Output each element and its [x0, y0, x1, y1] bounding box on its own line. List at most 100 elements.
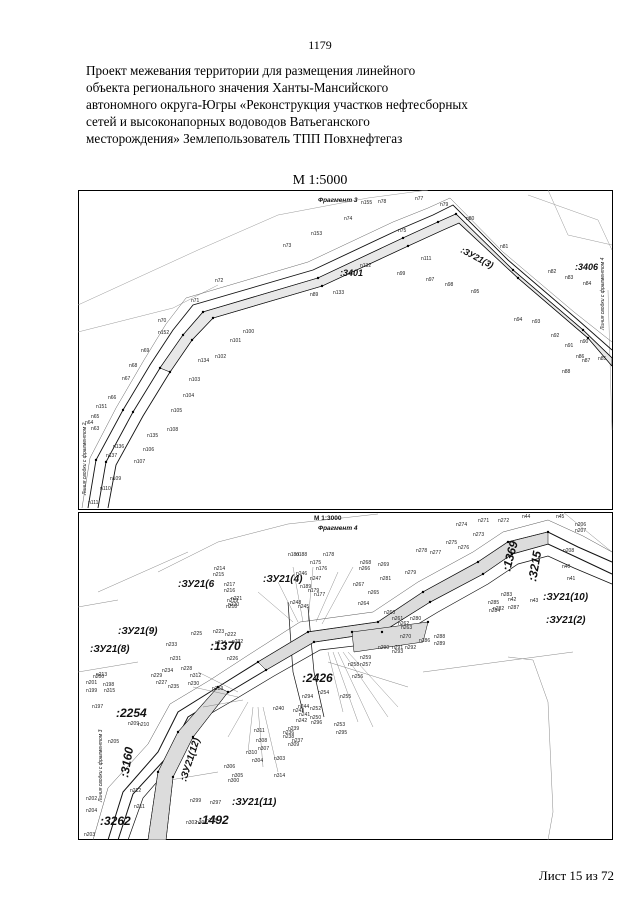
- point-label: n81: [500, 244, 509, 250]
- point-label: n42: [508, 597, 517, 603]
- point-label: n301: [196, 820, 207, 826]
- point-label: n257: [360, 662, 371, 668]
- point-label: n214: [214, 566, 225, 572]
- point-label: n71: [191, 298, 200, 304]
- point-label: n100: [243, 329, 254, 335]
- point-label: n222: [225, 632, 236, 638]
- point-label: n284: [489, 608, 500, 614]
- point-label: n67: [122, 376, 131, 382]
- point-label: n263: [401, 625, 412, 631]
- title-line: объекта регионального значения Ханты-Ман…: [86, 80, 389, 95]
- point-label: n201: [86, 680, 97, 686]
- point-label: n80: [466, 216, 475, 222]
- point-label: n308: [256, 738, 267, 744]
- point-label: n135: [147, 433, 158, 439]
- point-label: n243: [293, 708, 304, 714]
- point-label: n85: [598, 356, 607, 362]
- title-line: сетей и высоконапорных водоводов Ватьега…: [86, 114, 370, 129]
- point-label: n290: [378, 645, 389, 651]
- point-label: n155: [361, 200, 372, 206]
- point-label: n288: [434, 634, 445, 640]
- document-title: Проект межевания территории для размещен…: [86, 62, 556, 147]
- point-label: n152: [158, 330, 169, 336]
- point-label: n281: [380, 576, 391, 582]
- point-label: n298: [206, 818, 217, 824]
- point-label: n313: [212, 686, 223, 692]
- point-label: n133: [333, 290, 344, 296]
- point-label: n274: [456, 522, 467, 528]
- point-label: n111: [421, 256, 432, 262]
- plot-1370-label: :1370: [210, 639, 241, 653]
- point-label: n291: [392, 645, 403, 651]
- map-frame: [78, 190, 613, 510]
- point-label: n254: [318, 690, 329, 696]
- page-number: 1179: [308, 38, 332, 52]
- point-label: n213: [96, 672, 107, 678]
- point-label: n266: [359, 566, 370, 572]
- point-label: n189: [300, 584, 311, 590]
- point-label: n64: [85, 420, 94, 426]
- point-label: n224: [215, 640, 226, 646]
- point-label: n264: [358, 601, 369, 607]
- point-label: n215: [213, 572, 224, 578]
- point-label: n273: [473, 532, 484, 538]
- point-label: n279: [405, 570, 416, 576]
- plot-2426-label: :2426: [302, 671, 333, 685]
- point-label: n261: [392, 616, 403, 622]
- point-label: n307: [258, 746, 269, 752]
- point-label: n237: [292, 738, 303, 744]
- point-label: n65: [91, 414, 100, 420]
- plot-3160-label: :3160: [117, 746, 136, 779]
- point-label: n314: [274, 773, 285, 779]
- point-label: n92: [551, 333, 560, 339]
- point-label: n208: [563, 548, 574, 554]
- point-label: n272: [498, 518, 509, 524]
- point-label: n300: [228, 778, 239, 784]
- point-label: n221: [231, 596, 242, 602]
- point-label: n230: [188, 681, 199, 687]
- inner-scale: М 1:3000: [314, 515, 342, 522]
- point-label: n87: [582, 358, 591, 364]
- point-label: n247: [310, 576, 321, 582]
- point-label: n66: [108, 395, 117, 401]
- point-label: n198: [103, 682, 114, 688]
- point-label: n43: [530, 598, 539, 604]
- point-label: n277: [430, 550, 441, 556]
- point-label: n220: [228, 602, 239, 608]
- parcel-fills: [147, 531, 549, 840]
- vertex-points: [94, 212, 590, 464]
- point-label: n95: [471, 289, 480, 295]
- point-label: n132: [360, 263, 371, 269]
- point-label: n306: [224, 764, 235, 770]
- parcel-zu21-3: [159, 213, 613, 373]
- side-note-left: Линия сводки с фрагментом 2: [82, 422, 88, 496]
- point-label: n40: [562, 564, 571, 570]
- point-label: n91: [565, 343, 574, 349]
- point-label: n105: [171, 408, 182, 414]
- point-label: n271: [478, 518, 489, 524]
- title-line: месторождения» Землепользователь ТПП Пов…: [86, 131, 403, 146]
- leader-lines: [192, 566, 399, 773]
- point-label: n229: [151, 673, 162, 679]
- sheet-number: Лист 15 из 72: [538, 868, 614, 883]
- point-label: n218: [226, 604, 237, 610]
- point-label: n68: [129, 363, 138, 369]
- point-label: n93: [532, 319, 541, 325]
- point-label: n233: [166, 642, 177, 648]
- point-label: n253: [334, 722, 345, 728]
- point-label: n188: [296, 552, 307, 558]
- point-label: n204: [86, 808, 97, 814]
- point-label: n297: [210, 800, 221, 806]
- point-label: n200: [93, 674, 104, 680]
- point-label: n240: [273, 706, 284, 712]
- point-label: n179: [308, 588, 319, 594]
- point-label: n262: [398, 621, 409, 627]
- point-label: n69: [141, 348, 150, 354]
- point-label: n232: [232, 639, 243, 645]
- point-label: n304: [252, 758, 263, 764]
- point-label: n296: [311, 720, 322, 726]
- point-label: n209: [128, 721, 139, 727]
- title-line: Проект межевания территории для размещен…: [86, 63, 416, 78]
- point-label: n199: [86, 688, 97, 694]
- point-label: n109: [110, 476, 121, 482]
